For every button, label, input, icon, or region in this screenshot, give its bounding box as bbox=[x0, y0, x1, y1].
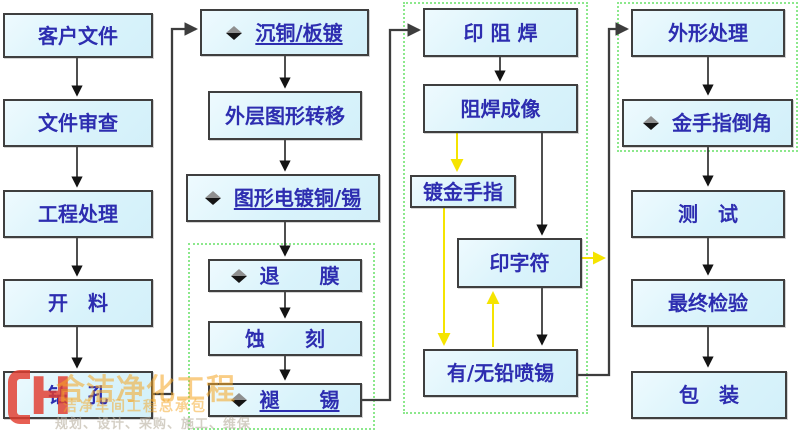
box-film-stripping: 退 膜 bbox=[208, 259, 362, 292]
box-label: 沉铜/板镀 bbox=[255, 20, 343, 45]
box-label: 印字符 bbox=[489, 251, 550, 275]
box-packaging: 包 装 bbox=[631, 371, 787, 419]
box-etching: 蚀 刻 bbox=[208, 321, 362, 356]
box-copper-deposition-panel-plating[interactable]: 沉铜/板镀 bbox=[200, 9, 369, 56]
box-label: 图形电镀铜/锡 bbox=[233, 186, 362, 210]
connector-drilling-to-copper-deposition bbox=[153, 22, 199, 396]
box-label: 最终检验 bbox=[668, 291, 748, 315]
diamond-bullet-icon bbox=[643, 116, 659, 130]
box-file-review: 文件审查 bbox=[3, 99, 153, 147]
box-pattern-plating-copper-tin[interactable]: 图形电镀铜/锡 bbox=[186, 174, 380, 222]
box-label: 客户文件 bbox=[38, 23, 118, 48]
box-testing: 测 试 bbox=[631, 190, 785, 238]
box-label: 退 膜 bbox=[259, 263, 340, 288]
box-label: 工程处理 bbox=[38, 202, 118, 226]
box-gold-finger-beveling: 金手指倒角 bbox=[622, 99, 793, 147]
box-engineering-processing: 工程处理 bbox=[3, 190, 153, 238]
box-label: 褪 锡 bbox=[259, 388, 340, 412]
box-label: 印 阻 焊 bbox=[463, 20, 538, 45]
box-material-cutting: 开 料 bbox=[3, 279, 153, 327]
box-label: 阻焊成像 bbox=[460, 96, 541, 121]
box-profile-processing: 外形处理 bbox=[631, 9, 785, 57]
connector-tin-strip-to-solder-mask bbox=[362, 23, 422, 402]
box-label: 金手指倒角 bbox=[672, 111, 772, 135]
diamond-bullet-icon bbox=[226, 25, 243, 40]
box-label: 镀金手指 bbox=[423, 179, 503, 204]
box-label: 有/无铅喷锡 bbox=[446, 361, 555, 385]
group-solder-mask-stage bbox=[403, 2, 588, 414]
box-solder-mask-printing: 印 阻 焊 bbox=[423, 8, 578, 57]
box-customer-files: 客户文件 bbox=[3, 13, 153, 58]
box-label: 开 料 bbox=[48, 291, 108, 315]
box-label: 外层图形转移 bbox=[225, 103, 345, 128]
box-label: 钻 孔 bbox=[48, 383, 108, 407]
box-tin-stripping[interactable]: 褪 锡 bbox=[208, 383, 362, 417]
box-label: 包 装 bbox=[679, 383, 739, 407]
box-leaded-leadfree-hasl: 有/无铅喷锡 bbox=[423, 349, 578, 397]
group-strip-etch bbox=[188, 243, 375, 430]
box-label: 外形处理 bbox=[668, 21, 748, 45]
box-gold-finger-plating: 镀金手指 bbox=[410, 175, 516, 208]
box-outer-layer-pattern-transfer: 外层图形转移 bbox=[208, 91, 362, 140]
connector-hasl-to-profile bbox=[578, 22, 630, 377]
box-solder-mask-imaging: 阻焊成像 bbox=[423, 84, 578, 133]
box-legend-printing: 印字符 bbox=[457, 238, 582, 288]
box-drilling: 钻 孔 bbox=[3, 371, 153, 419]
box-label: 文件审查 bbox=[38, 111, 118, 135]
box-final-inspection: 最终检验 bbox=[631, 279, 785, 327]
box-label: 测 试 bbox=[678, 202, 738, 226]
diamond-bullet-icon bbox=[204, 191, 221, 205]
diamond-bullet-icon bbox=[230, 268, 247, 283]
diamond-bullet-icon bbox=[230, 393, 247, 407]
box-label: 蚀 刻 bbox=[245, 326, 325, 351]
